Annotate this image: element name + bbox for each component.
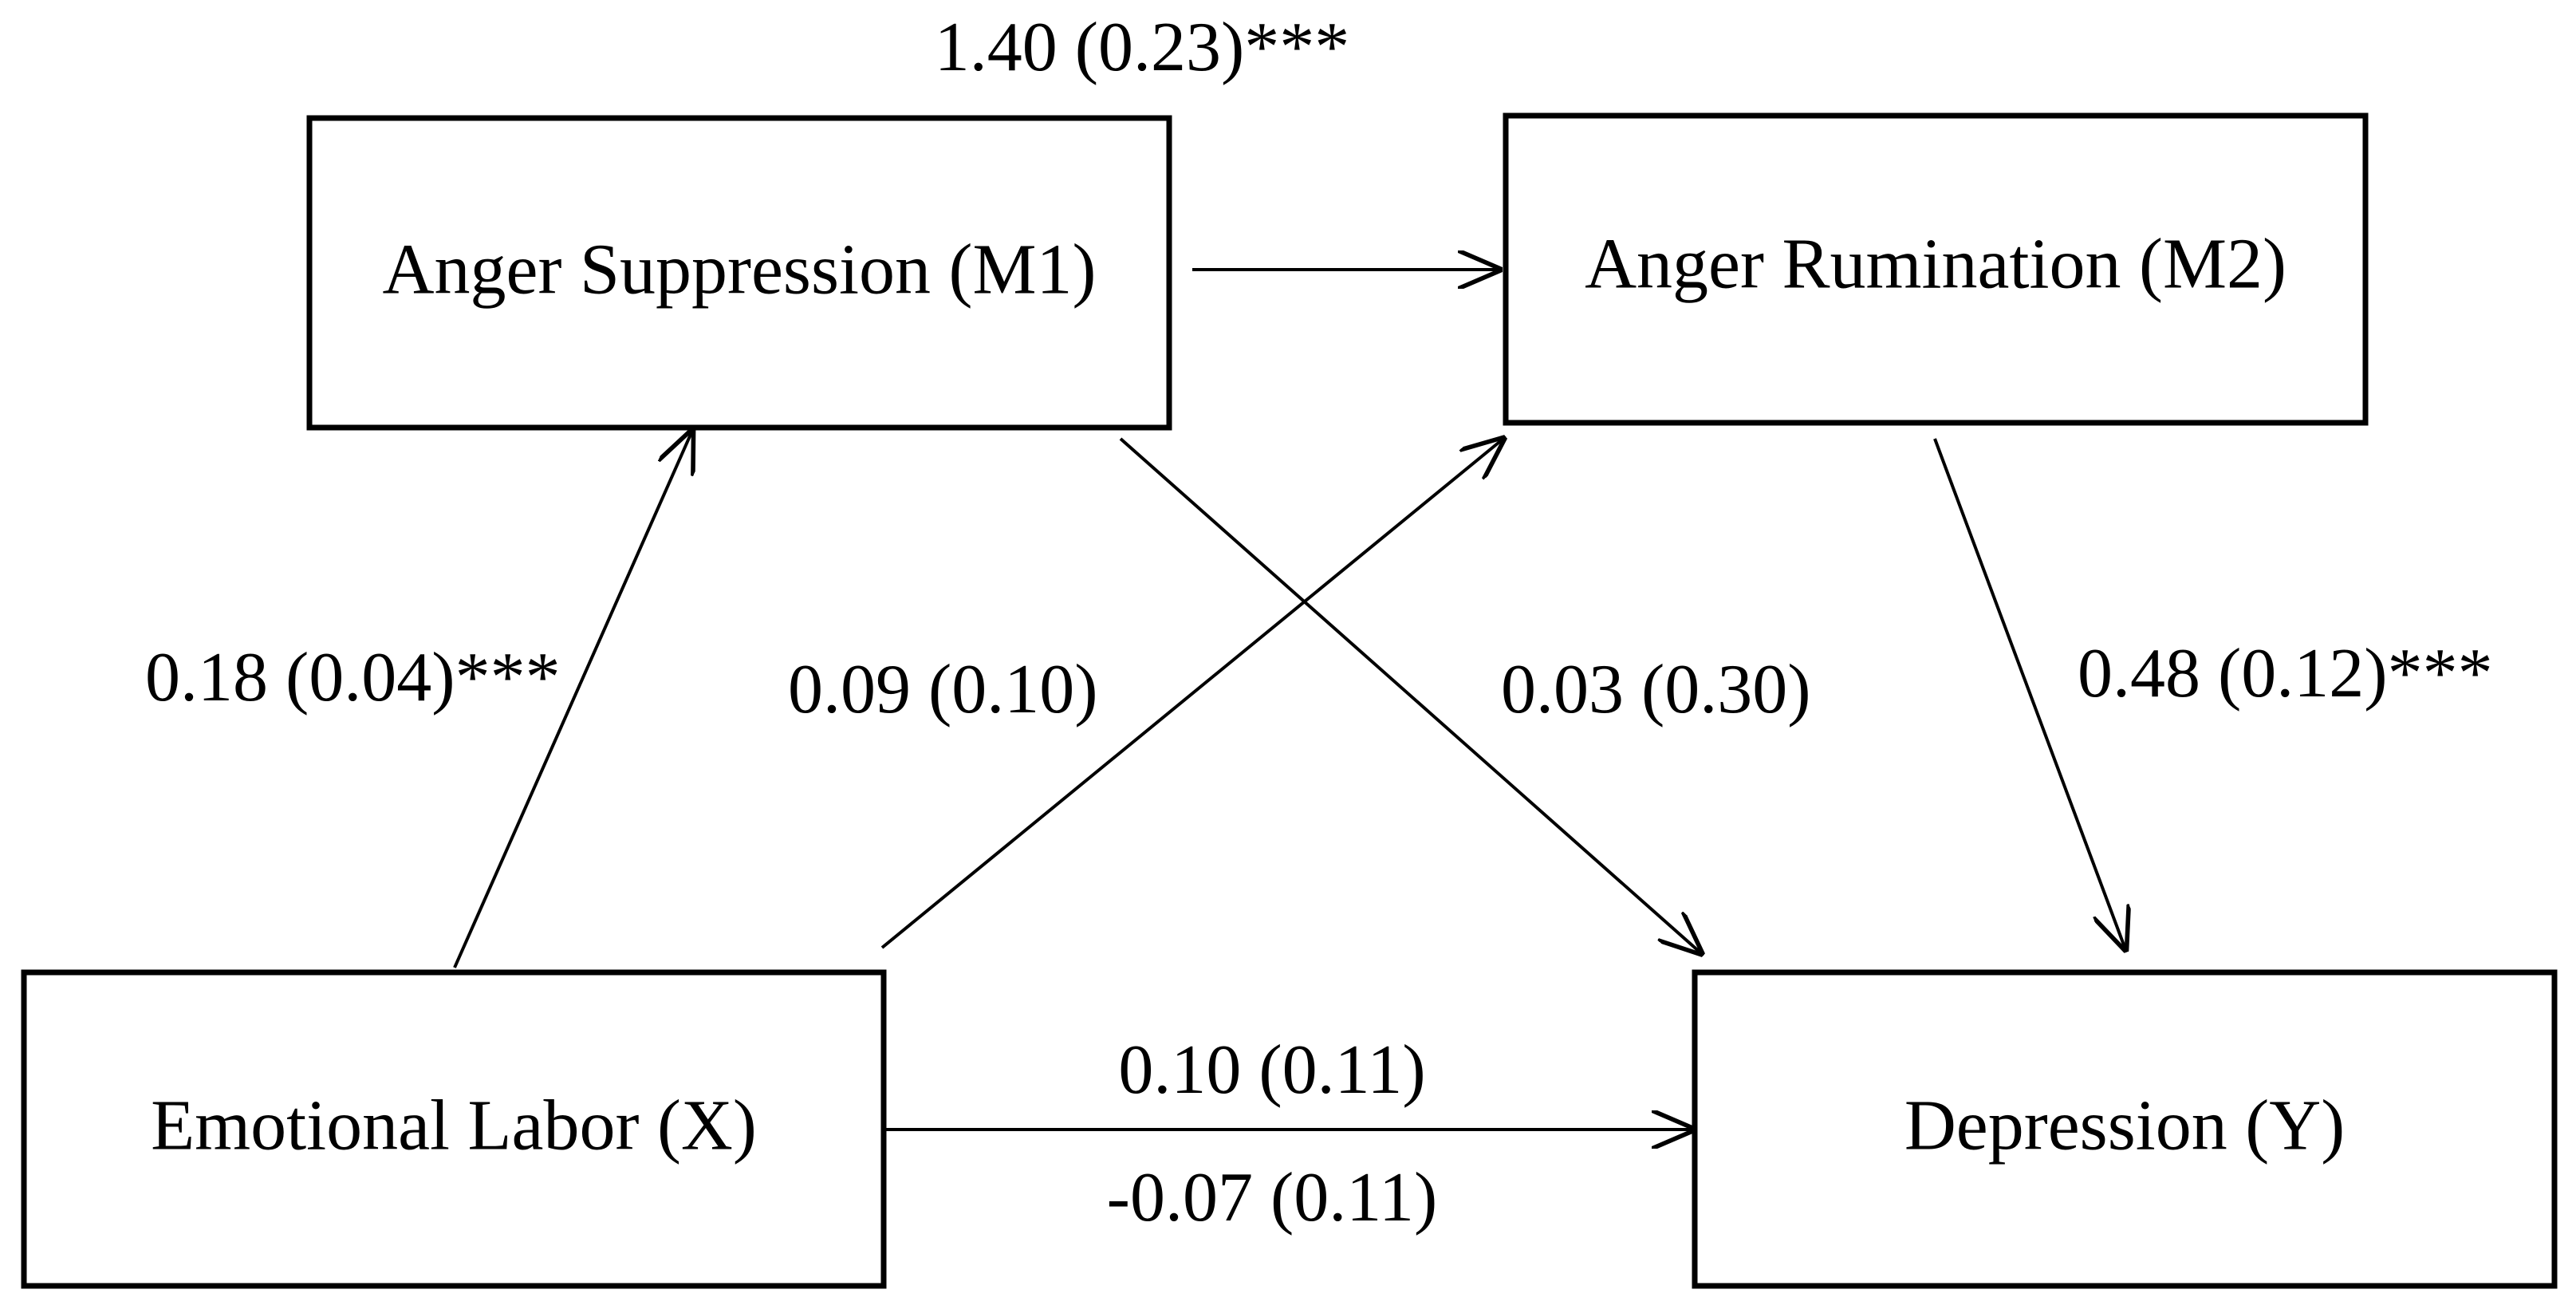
- coef-x-y-direct: -0.07 (0.11): [1107, 1159, 1438, 1236]
- arrow-m2-to-y: [1933, 438, 2125, 949]
- node-anger-rumination: Anger Rumination (M2): [1503, 112, 2369, 426]
- coef-x-m2: 0.09 (0.10): [788, 651, 1098, 728]
- arrow-x-to-m1: [453, 431, 692, 968]
- coef-x-m1: 0.18 (0.04)***: [145, 639, 561, 716]
- coef-m2-y: 0.48 (0.12)***: [2078, 635, 2493, 712]
- coef-x-y-total: 0.10 (0.11): [1118, 1031, 1425, 1109]
- arrow-m1-to-y: [1119, 437, 1701, 953]
- node-anger-rumination-label: Anger Rumination (M2): [1585, 225, 2286, 304]
- node-depression: Depression (Y): [1692, 969, 2558, 1289]
- node-depression-label: Depression (Y): [1904, 1086, 2345, 1165]
- node-anger-suppression-label: Anger Suppression (M1): [383, 231, 1097, 310]
- node-emotional-labor: Emotional Labor (X): [21, 969, 887, 1289]
- node-anger-suppression: Anger Suppression (M1): [306, 115, 1172, 431]
- coef-m1-y: 0.03 (0.30): [1501, 651, 1811, 728]
- arrow-x-to-m2: [880, 439, 1503, 949]
- node-emotional-labor-label: Emotional Labor (X): [151, 1086, 757, 1165]
- coef-m1-m2: 1.40 (0.23)***: [935, 9, 1350, 86]
